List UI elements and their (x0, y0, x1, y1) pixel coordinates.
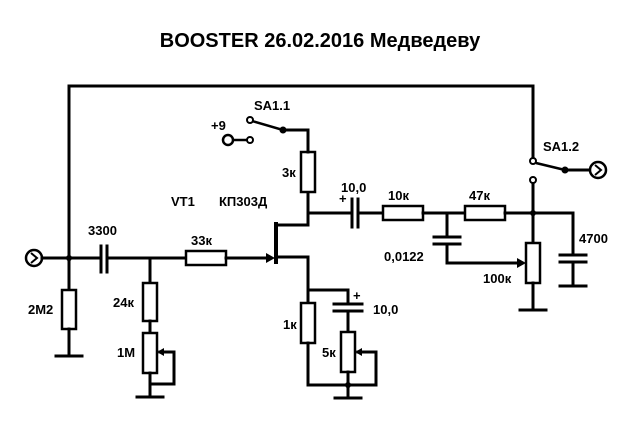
potentiometer-100k (524, 241, 542, 285)
label-0-0122: 0,0122 (384, 249, 424, 264)
label-2m2: 2M2 (28, 302, 53, 317)
label-kp303d: КП303Д (219, 194, 268, 209)
wiper-wire (148, 350, 176, 386)
output-jack (588, 160, 608, 180)
gate-arrow-icon (266, 253, 275, 263)
label-5k: 5к (322, 345, 336, 360)
wiper-arrow-icon (157, 348, 164, 356)
label-10-0-output: 10,0 (341, 180, 366, 195)
polarity-plus: + (339, 191, 347, 206)
wiper-arrow-icon (517, 258, 526, 268)
wiper-wire (346, 350, 378, 387)
resistor-24k (141, 281, 159, 323)
polarity-plus: + (353, 288, 361, 303)
label-24k: 24к (113, 295, 134, 310)
wire (281, 128, 310, 154)
label-10-0-source: 10,0 (373, 302, 398, 317)
label-vt1: VT1 (171, 194, 195, 209)
capacitor-4700 (558, 253, 588, 264)
resistor-1k (299, 301, 317, 345)
bypass-wire (67, 84, 535, 260)
resistor-33k (184, 249, 228, 267)
resistor-10k (381, 204, 425, 222)
switch-sa1-1[interactable] (233, 116, 287, 144)
switch-sa1-2[interactable] (529, 157, 591, 215)
label-4700: 4700 (579, 231, 608, 246)
label-sa1-1: SA1.1 (254, 98, 290, 113)
label-10k: 10к (388, 188, 409, 203)
label-sa1-2: SA1.2 (543, 139, 579, 154)
resistor-47k (463, 204, 507, 222)
source-wire (274, 255, 310, 305)
label-3k: 3к (282, 165, 296, 180)
diagram-title: BOOSTER 26.02.2016 Медведеву (159, 30, 481, 52)
label-3300: 3300 (88, 223, 117, 238)
capacitor-0-0122 (432, 235, 462, 246)
label-1m: 1M (117, 345, 135, 360)
supply-terminal (221, 133, 235, 147)
label-100k: 100к (483, 271, 512, 286)
wire (306, 341, 350, 387)
potentiometer-1m (141, 331, 159, 375)
wiper-wire (445, 243, 521, 265)
capacitor-10-source (332, 302, 364, 313)
label-supply: +9 (211, 118, 226, 133)
label-33k: 33к (191, 233, 212, 248)
label-47k: 47к (469, 188, 490, 203)
input-jack (24, 248, 44, 268)
resistor-3k (299, 150, 317, 194)
drain-wire (274, 190, 310, 227)
resistor-2m2 (60, 288, 78, 331)
wiper-arrow-icon (355, 348, 362, 356)
label-1k: 1к (283, 317, 297, 332)
potentiometer-5k (339, 330, 357, 374)
